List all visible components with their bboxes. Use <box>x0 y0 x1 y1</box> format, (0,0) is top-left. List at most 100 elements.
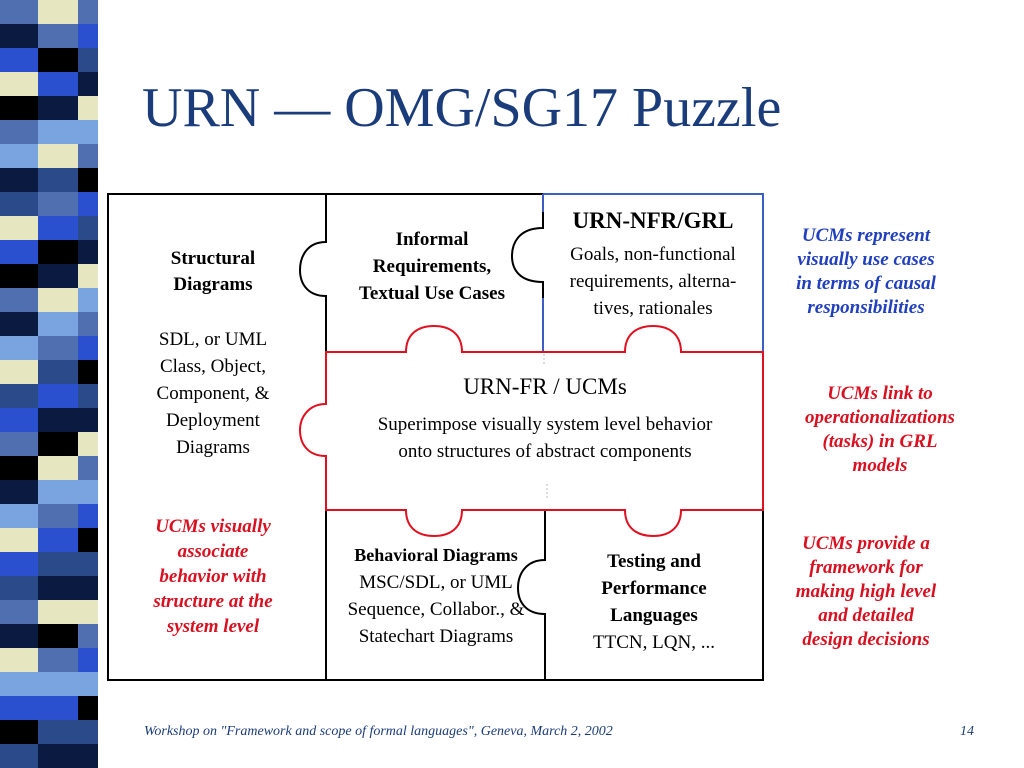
note-line: UCMs represent <box>801 225 931 246</box>
stripe-block <box>0 720 38 744</box>
stripe-block <box>38 600 78 624</box>
stripe-block <box>38 288 78 312</box>
informal-heading-line: Requirements, <box>372 256 492 277</box>
nfr-body-line: Goals, non-functional <box>570 244 736 265</box>
stripe-block <box>38 456 78 480</box>
footer-text: Workshop on "Framework and scope of form… <box>144 724 613 739</box>
structural-heading-line: Diagrams <box>173 274 253 295</box>
note-line: UCMs link to <box>827 383 933 404</box>
stripe-block <box>38 216 78 240</box>
stripe-block <box>78 672 98 696</box>
structural-piece-edge <box>298 194 327 352</box>
stripe-block <box>0 48 38 72</box>
stripe-block <box>78 480 98 504</box>
stripe-block <box>78 96 98 120</box>
stripe-block <box>78 576 98 600</box>
note-line: UCMs visually <box>155 516 271 537</box>
behavioral-heading: Behavioral Diagrams <box>354 545 518 565</box>
stripe-block <box>0 504 38 528</box>
informal-piece-edge <box>510 212 544 298</box>
behavioral-body-line: MSC/SDL, or UML <box>359 572 513 593</box>
stripe-block <box>38 0 78 24</box>
structural-heading-line: Structural <box>170 248 256 269</box>
stripe-block <box>38 432 78 456</box>
stripe-block <box>0 744 38 768</box>
stripe-block <box>78 72 98 96</box>
stripe-block <box>0 240 38 264</box>
stripe-block <box>38 240 78 264</box>
note-line: visually use cases <box>797 249 935 270</box>
stripe-block <box>38 312 78 336</box>
stripe-block <box>78 0 98 24</box>
note-line: in terms of causal <box>796 273 936 294</box>
testing-heading: Testing and Performance Languages <box>552 548 756 629</box>
stripe-block <box>0 120 38 144</box>
structural-body: SDL, or UML Class, Object, Component, & … <box>118 326 308 461</box>
stripe-block <box>78 648 98 672</box>
stripe-block <box>38 192 78 216</box>
stripe-block <box>38 624 78 648</box>
stripe-block <box>38 552 78 576</box>
stripe-block <box>0 216 38 240</box>
stripe-block <box>78 288 98 312</box>
stripe-block <box>78 264 98 288</box>
fr-body: Superimpose visually system level behavi… <box>330 411 760 465</box>
informal-heading-line: Textual Use Cases <box>358 283 506 304</box>
stripe-block <box>0 336 38 360</box>
fr-piece-outline <box>298 324 764 538</box>
stripe-block <box>0 192 38 216</box>
stripe-block <box>38 144 78 168</box>
note-line: operationalizations <box>805 407 955 428</box>
note-visually-associate: UCMs visually associate behavior with st… <box>118 514 308 639</box>
note-line: behavior with <box>159 566 267 587</box>
stripe-block <box>78 120 98 144</box>
stripe-block <box>78 408 98 432</box>
stripe-block <box>38 528 78 552</box>
behavioral-body-line: Statechart Diagrams <box>358 626 514 647</box>
stripe-block <box>38 72 78 96</box>
nfr-body-line: requirements, alterna- <box>569 271 737 292</box>
testing-heading-line: Languages <box>610 605 698 626</box>
stripe-block <box>78 48 98 72</box>
stripe-block <box>38 648 78 672</box>
stripe-block <box>78 552 98 576</box>
stripe-block <box>0 384 38 408</box>
stripe-block <box>0 264 38 288</box>
structural-body-line: Component, & <box>156 383 270 404</box>
stripe-block <box>38 96 78 120</box>
stripe-block <box>38 384 78 408</box>
stripe-block <box>78 528 98 552</box>
note-link-operationalizations: UCMs link to operationalizations (tasks)… <box>780 382 980 478</box>
puzzle-outer-frame <box>107 193 764 681</box>
stripe-block <box>78 216 98 240</box>
stripe-block <box>38 168 78 192</box>
stripe-block <box>0 624 38 648</box>
stripe-block <box>0 432 38 456</box>
page-number: 14 <box>960 724 974 739</box>
note-line: structure at the <box>153 591 273 612</box>
stripe-block <box>0 528 38 552</box>
note-line: system level <box>166 616 260 637</box>
note-line: and detailed <box>818 605 914 626</box>
stripe-block <box>0 600 38 624</box>
stripe-block <box>78 144 98 168</box>
informal-heading-line: Informal <box>395 229 469 250</box>
slide-title: URN — OMG/SG17 Puzzle <box>142 77 782 139</box>
stripe-block <box>0 312 38 336</box>
structural-heading: Structural Diagrams <box>118 246 308 298</box>
stripe-block <box>0 480 38 504</box>
stripe-block <box>38 696 78 720</box>
nfr-heading: URN-NFR/GRL <box>572 208 734 233</box>
stripe-block <box>78 456 98 480</box>
stripe-block <box>0 648 38 672</box>
testing-heading-line: Testing and <box>607 551 701 572</box>
stripe-block <box>38 744 78 768</box>
fr-heading: URN-FR / UCMs <box>463 374 627 399</box>
note-provide-framework: UCMs provide a framework for making high… <box>770 532 962 652</box>
stripe-block <box>78 744 98 768</box>
stripe-block <box>0 552 38 576</box>
stripe-block <box>0 288 38 312</box>
testing-piece-edge <box>516 510 546 680</box>
note-line: making high level <box>795 581 937 602</box>
stripe-block <box>0 0 38 24</box>
